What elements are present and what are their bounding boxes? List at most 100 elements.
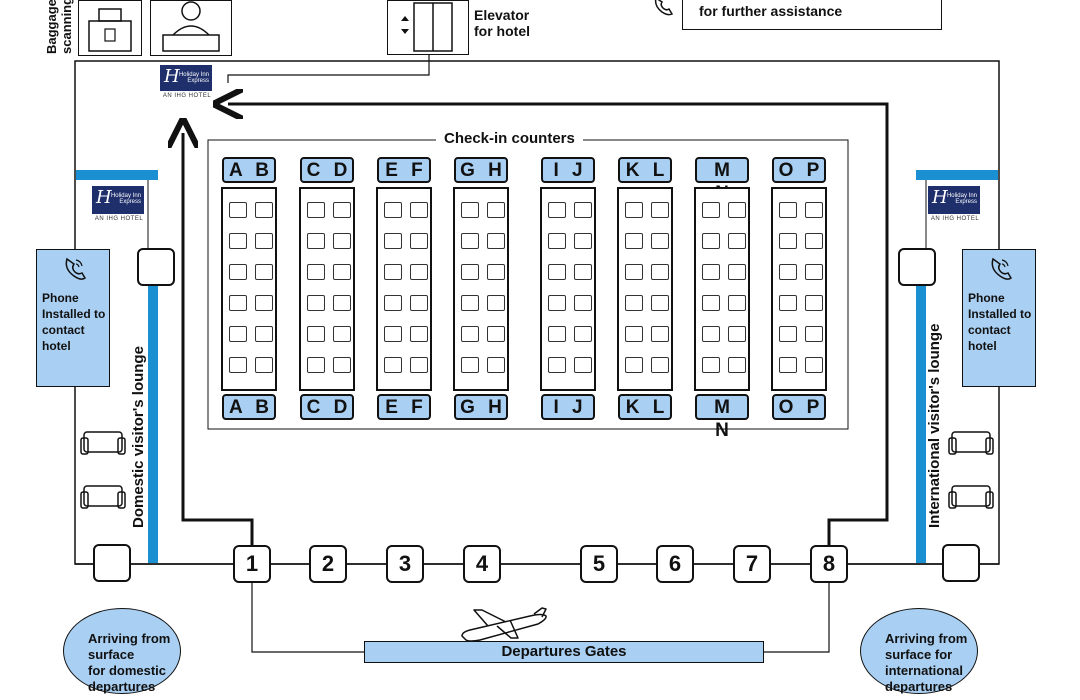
elevator-label-line2: for hotel xyxy=(474,23,530,39)
checkin-desk xyxy=(728,264,746,280)
checkin-desk xyxy=(307,326,325,342)
checkin-desk xyxy=(651,326,669,342)
domestic-wall-top xyxy=(76,170,158,180)
phone-icon xyxy=(991,257,1012,280)
checkin-desk xyxy=(461,357,479,373)
checkin-desk xyxy=(487,326,505,342)
phone-panel-line: contact xyxy=(42,323,85,337)
checkin-desk xyxy=(651,357,669,373)
checkin-desk xyxy=(625,326,643,342)
checkin-desk xyxy=(410,326,428,342)
gate-2: 2 xyxy=(309,545,347,583)
elevator-icon xyxy=(387,0,469,55)
checkin-desk xyxy=(651,264,669,280)
hotel-logo-tagline: AN IHG HOTEL xyxy=(930,216,980,222)
checkin-desk xyxy=(805,202,823,218)
phone-panel-line: Phone xyxy=(968,291,1005,305)
elevator-connector xyxy=(227,55,430,83)
checkin-desk xyxy=(625,357,643,373)
checkin-desk xyxy=(461,233,479,249)
reception-desk-icon xyxy=(150,0,232,56)
checkin-desk xyxy=(548,233,566,249)
checkin-desk xyxy=(779,357,797,373)
domestic-lounge-label: Domestic visitor's lounge xyxy=(130,346,147,528)
checkin-desk xyxy=(728,202,746,218)
gate-7: 7 xyxy=(733,545,771,583)
checkin-desk xyxy=(548,264,566,280)
checkin-desk xyxy=(805,295,823,311)
arriving-international-line: Arriving from xyxy=(885,631,968,646)
domestic-path xyxy=(183,133,254,545)
phone-panel-domestic: Phone Installed to contact hotel xyxy=(36,249,110,387)
counter-label-top: I J xyxy=(541,157,595,183)
checkin-desk xyxy=(410,233,428,249)
checkin-desk xyxy=(651,202,669,218)
checkin-desk xyxy=(779,202,797,218)
checkin-desk xyxy=(384,295,402,311)
counter-label-bottom: I J xyxy=(541,394,595,420)
counter-label-top: E F xyxy=(377,157,431,183)
international-wall xyxy=(916,285,926,563)
checkin-desk xyxy=(410,357,428,373)
arriving-domestic-line: departures xyxy=(88,679,156,694)
checkin-desk xyxy=(651,233,669,249)
checkin-desk xyxy=(574,357,592,373)
checkin-desk xyxy=(728,326,746,342)
international-wall-top xyxy=(916,170,998,180)
checkin-desk xyxy=(410,264,428,280)
phone-panel-line: hotel xyxy=(42,339,71,353)
checkin-desk xyxy=(487,233,505,249)
checkin-desk xyxy=(307,202,325,218)
corner-box-right xyxy=(942,544,980,582)
counter-label-bottom: M N xyxy=(695,394,749,441)
checkin-desk xyxy=(333,326,351,342)
phone-icon xyxy=(65,257,86,280)
checkin-desk xyxy=(384,202,402,218)
checkin-desk xyxy=(229,233,247,249)
gate-3: 3 xyxy=(386,545,424,583)
counter-desk-block xyxy=(453,187,509,391)
phone-panel-line: Installed to xyxy=(42,307,106,321)
counter-label-top: O P xyxy=(772,157,826,183)
checkin-desk xyxy=(307,295,325,311)
checkin-desk xyxy=(625,295,643,311)
checkin-desk xyxy=(384,233,402,249)
checkin-desk xyxy=(651,295,669,311)
checkin-desk xyxy=(487,264,505,280)
checkin-desk xyxy=(625,202,643,218)
baggage-scanner-icon xyxy=(78,0,142,56)
phone-icon xyxy=(652,0,678,20)
counter-desk-block xyxy=(376,187,432,391)
gate-5: 5 xyxy=(580,545,618,583)
corner-box-left xyxy=(93,544,131,582)
phone-panel-international: Phone Installed to contact hotel xyxy=(962,249,1036,387)
checkin-desk xyxy=(702,233,720,249)
counter-label-top: G H xyxy=(454,157,508,183)
departures-gates-label: Departures Gates xyxy=(364,641,764,663)
counter-label-top: K L xyxy=(618,157,672,183)
arriving-domestic: Arriving from surface for domestic depar… xyxy=(63,608,181,694)
checkin-desk xyxy=(574,264,592,280)
checkin-desk xyxy=(779,295,797,311)
checkin-desk xyxy=(255,202,273,218)
counter-label-bottom: G H xyxy=(454,394,508,420)
checkin-desk xyxy=(255,233,273,249)
sofa-icon xyxy=(80,431,126,509)
checkin-desk xyxy=(333,295,351,311)
counter-desk-block xyxy=(540,187,596,391)
baggage-scanning-label: Baggage scanning xyxy=(44,0,74,54)
gate-6: 6 xyxy=(656,545,694,583)
checkin-desk xyxy=(779,233,797,249)
checkin-desk xyxy=(779,326,797,342)
checkin-desk xyxy=(461,326,479,342)
checkin-desk xyxy=(728,295,746,311)
counter-label-bottom: C D xyxy=(300,394,354,420)
checkin-desk xyxy=(487,202,505,218)
info-box-domestic xyxy=(137,248,175,286)
checkin-desk xyxy=(702,202,720,218)
counter-label-bottom: K L xyxy=(618,394,672,420)
counter-desk-block xyxy=(694,187,750,391)
checkin-desk xyxy=(229,295,247,311)
